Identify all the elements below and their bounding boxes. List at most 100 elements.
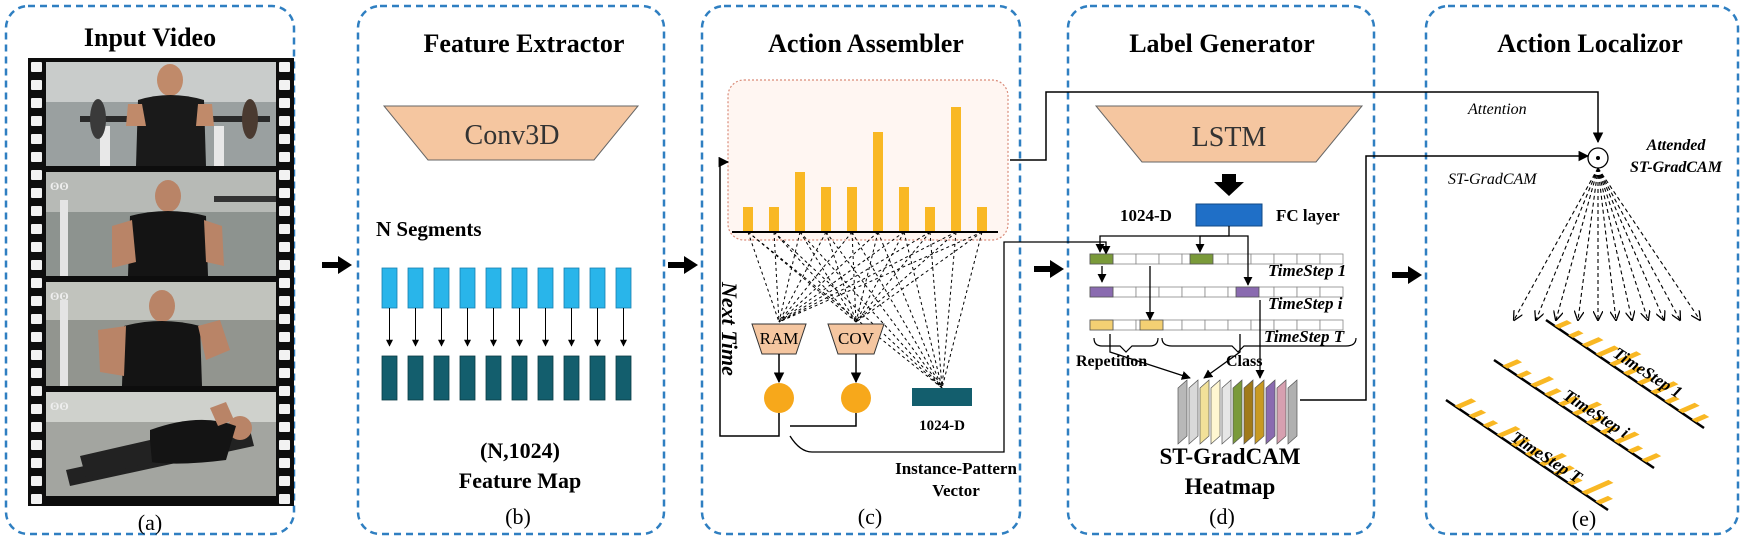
instance-bar [821, 187, 831, 232]
repetition-brace [1093, 337, 1159, 353]
timeline-axis [1545, 318, 1705, 430]
heatmap-slice [1199, 379, 1210, 445]
timeline-bar [1538, 453, 1568, 467]
panel-d-title: Label Generator [1129, 29, 1315, 58]
heatmap-slice [1287, 379, 1298, 445]
svg-text:ʘʘ: ʘʘ [50, 179, 69, 193]
arrow-right-icon [1392, 266, 1422, 284]
timeline-bar [1609, 351, 1642, 367]
vector-dim-label: 1024-D [919, 418, 965, 434]
instance-bar [873, 132, 883, 232]
segment-input [433, 267, 450, 309]
timeline-bar [1554, 320, 1572, 329]
sprocket-hole [31, 296, 42, 306]
timeline-bar [1664, 396, 1680, 404]
repetition-label: Repetition [1076, 353, 1147, 370]
fan-line [778, 231, 905, 323]
segment-input [589, 267, 606, 309]
segment-input [407, 267, 424, 309]
panel-c-title: Action Assembler [768, 29, 964, 58]
sprocket-hole [279, 350, 290, 360]
segment-feature [537, 355, 554, 401]
heatmap-slice [1210, 379, 1221, 445]
segment-feature [381, 355, 398, 401]
instance-bar [977, 207, 987, 232]
attention-ray [1597, 167, 1700, 320]
timeline-bar [1544, 388, 1562, 397]
segment-feature [433, 355, 450, 401]
timeline-bar [1510, 437, 1531, 447]
timestep-i-label: TimeStep i [1268, 294, 1343, 313]
timestep-cell-active [1189, 253, 1214, 265]
video-frame-4: ʘʘ [46, 392, 276, 496]
loc-timestep-i-label: TimeStep i [1560, 385, 1633, 442]
attention-ray [1597, 167, 1648, 320]
timeline-bar [1530, 376, 1555, 388]
sprocket-hole [279, 404, 290, 414]
conv3d-block: Conv3D [382, 105, 640, 161]
timestep-cell [1227, 319, 1252, 331]
sprocket-hole [279, 242, 290, 252]
timeline-bar [1524, 448, 1543, 457]
sprocket-hole [279, 134, 290, 144]
heatmap-label-line2: Heatmap [1185, 474, 1276, 499]
video-frame-1 [46, 62, 276, 166]
fan-connections [747, 231, 983, 389]
sprocket-hole [31, 152, 42, 162]
timeline-bar [1595, 495, 1613, 505]
panel-a-caption: (a) [138, 510, 162, 535]
fan-line [773, 231, 780, 323]
sprocket-hole [31, 386, 42, 396]
segment-feature [563, 355, 580, 401]
timeline-bar [1468, 409, 1487, 419]
heatmap-label-line1: ST-GradCAM [1160, 444, 1301, 469]
timestep-cell-active [1139, 319, 1164, 331]
fan-line [773, 231, 943, 389]
sprocket-hole [279, 440, 290, 450]
cov-to-loop-line [790, 413, 857, 427]
heatmap-link [1203, 334, 1241, 379]
attention-ray [1578, 167, 1599, 320]
timeline-bar [1516, 370, 1532, 379]
timeline-bar [1641, 453, 1662, 463]
ram-output-node [764, 383, 794, 413]
fan-line [778, 231, 879, 323]
fan-line [799, 231, 943, 389]
fan-line [778, 231, 827, 323]
next-time-label: Next Time [717, 281, 742, 376]
svg-text:ʘʘ: ʘʘ [50, 289, 69, 303]
timeline-bar [1482, 420, 1499, 428]
lstm-label: LSTM [1192, 122, 1267, 153]
timestep-t-label: TimeStep T [1264, 327, 1345, 346]
instance-bars [743, 107, 987, 232]
panel-b-title: Feature Extractor [424, 29, 625, 58]
segment-input [615, 267, 632, 309]
timestep-cell [1135, 286, 1160, 298]
sprocket-hole [31, 458, 42, 468]
timeline-bar [1502, 359, 1523, 369]
panel-e-title: Action Localizor [1497, 29, 1683, 58]
timestep-cell [1204, 319, 1229, 331]
sprocket-hole [279, 170, 290, 180]
sprocket-column-left [31, 62, 42, 504]
fan-line [851, 231, 857, 323]
segment-feature [615, 355, 632, 401]
fan-line [855, 231, 905, 323]
heatmap-slice [1188, 379, 1199, 445]
ram-block: RAM [751, 323, 807, 355]
cov-label: COV [838, 329, 875, 348]
heatmap-slice [1232, 379, 1243, 445]
timeline-axis [1493, 358, 1655, 470]
sprocket-hole [279, 62, 290, 72]
attention-ray [1597, 167, 1616, 320]
timeline-bar [1496, 426, 1521, 438]
arrow-right-icon [1034, 260, 1064, 278]
fan-line [855, 231, 931, 323]
timeline-bar [1599, 425, 1618, 435]
fan-line [778, 231, 853, 323]
sprocket-hole [31, 80, 42, 90]
fc-link [1229, 235, 1253, 286]
feature-map-label: Feature Map [459, 468, 581, 493]
segment-feature [589, 355, 606, 401]
